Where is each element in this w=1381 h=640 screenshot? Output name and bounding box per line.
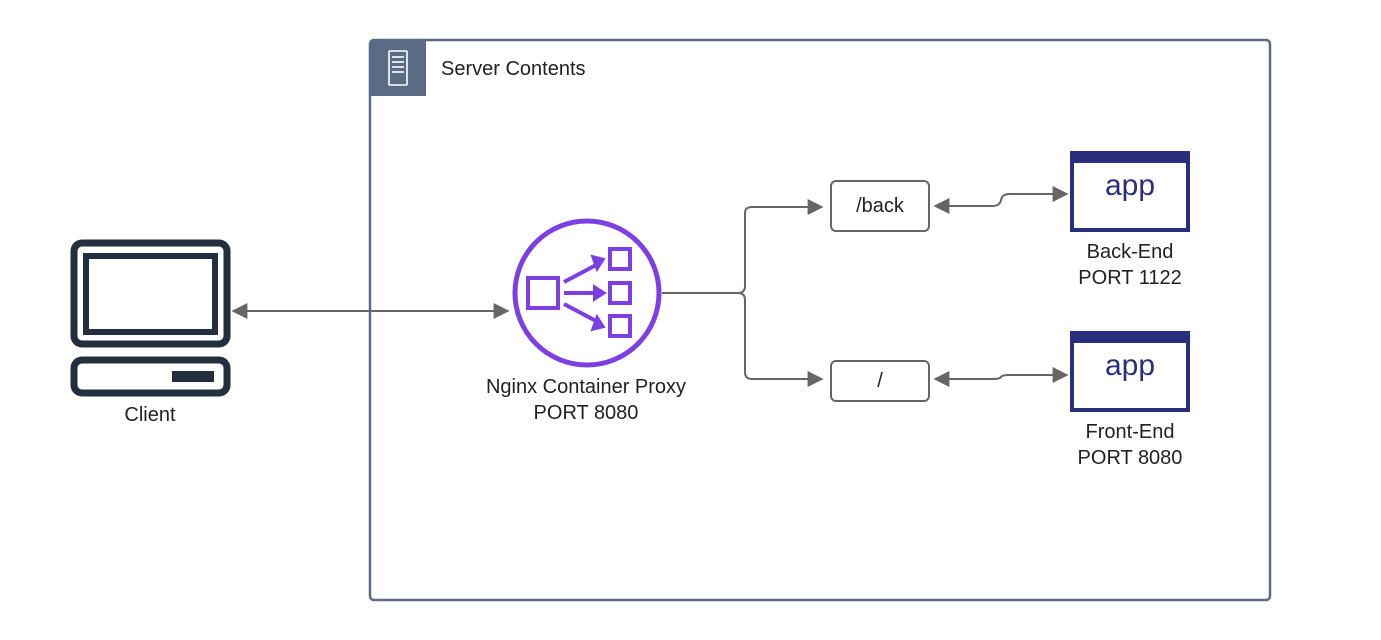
route-root-label: / bbox=[877, 369, 883, 392]
backend-name: Back-End bbox=[1086, 241, 1174, 263]
load-balancer-icon bbox=[512, 218, 662, 368]
route-back-box: /back bbox=[830, 180, 930, 232]
server-rack-icon bbox=[388, 50, 408, 86]
frontend-name: Front-End bbox=[1085, 421, 1175, 443]
proxy-name: Nginx Container Proxy bbox=[485, 376, 687, 398]
backend-app-icon: app bbox=[1070, 151, 1190, 232]
backend-label: Back-End PORT 1122 bbox=[1050, 239, 1210, 291]
client-label: Client bbox=[124, 404, 176, 426]
backend-port: PORT 1122 bbox=[1078, 267, 1182, 289]
server-group-border bbox=[368, 38, 1272, 602]
server-group-title: Server Contents bbox=[441, 58, 586, 80]
server-group-icon-bg bbox=[370, 40, 426, 96]
frontend-label: Front-End PORT 8080 bbox=[1050, 419, 1210, 471]
frontend-app-icon-text: app bbox=[1104, 349, 1156, 382]
proxy-port: PORT 8080 bbox=[533, 402, 639, 424]
root-route-app-connector bbox=[933, 367, 1069, 387]
frontend-port: PORT 8080 bbox=[1077, 447, 1183, 469]
frontend-app-icon: app bbox=[1070, 331, 1190, 412]
route-back-label: /back bbox=[856, 194, 904, 217]
desktop-computer-icon bbox=[70, 239, 231, 397]
back-route-app-connector bbox=[933, 186, 1069, 214]
route-root-box: / bbox=[830, 360, 930, 402]
backend-app-icon-text: app bbox=[1104, 169, 1156, 202]
proxy-to-root-connector bbox=[662, 292, 824, 387]
proxy-to-back-connector bbox=[662, 199, 824, 294]
proxy-label: Nginx Container Proxy PORT 8080 bbox=[466, 374, 706, 426]
